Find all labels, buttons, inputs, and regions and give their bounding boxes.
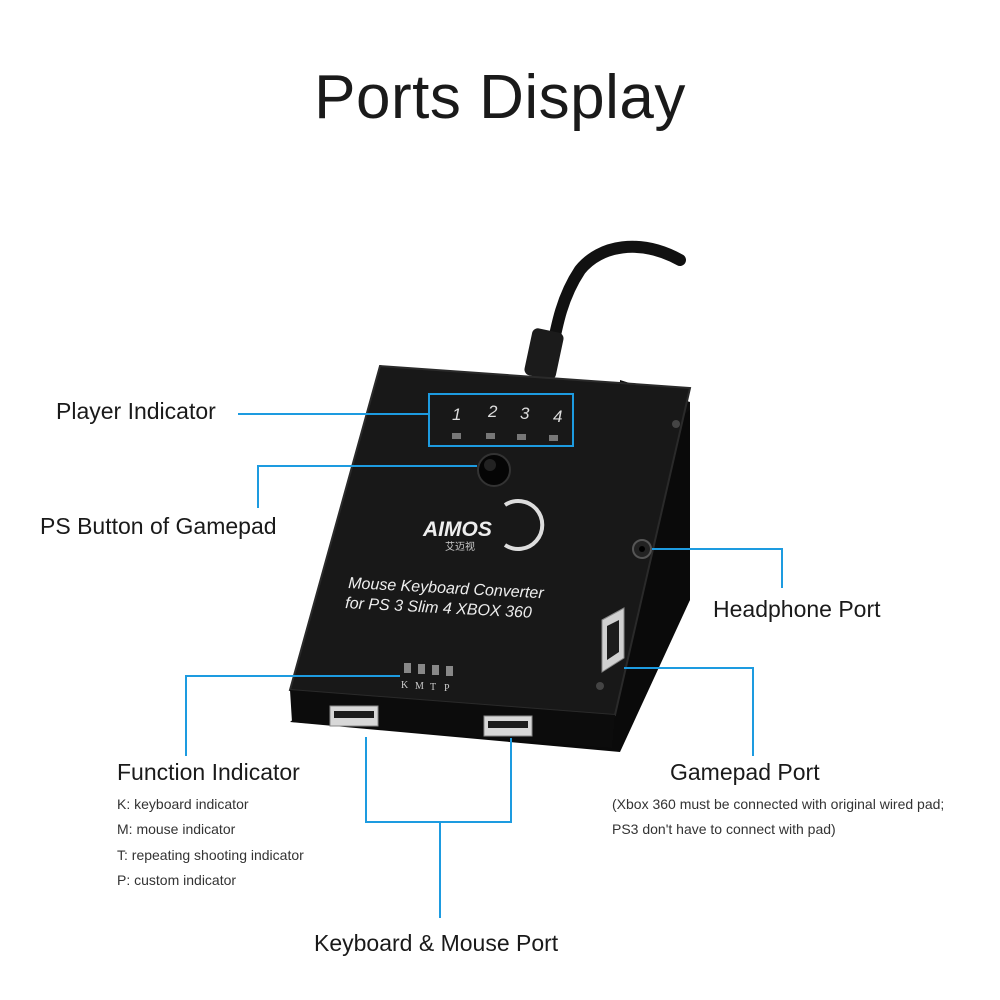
gamepad-note-line2: PS3 don't have to connect with pad) [612,821,836,837]
player-led [452,433,461,439]
function-led [446,666,453,676]
headphone-jack [632,539,652,559]
gamepad-note-line1: (Xbox 360 must be connected with origina… [612,796,945,812]
kb-port-line-left [365,737,512,823]
device-bevel [290,690,615,748]
function-led [418,664,425,674]
brand-name: AIMOS [422,518,492,541]
function-item-p: P: custom indicator [117,872,237,888]
usb-cable [542,240,686,376]
function-led [432,665,439,675]
player-indicator-group: 1 2 3 4 [452,402,562,441]
function-letter: P [444,683,450,694]
ps-button-label: PS Button of Gamepad [40,513,277,539]
gamepad-port-label: Gamepad Port [670,759,820,785]
function-item-k: K: keyboard indicator [117,796,249,812]
cable-strain-relief [524,328,564,380]
function-indicator-label: Function Indicator [117,759,300,785]
player-led [549,435,558,441]
ps-button [477,453,511,487]
function-led [404,663,411,673]
function-indicator-group: K M T P [401,663,453,694]
headphone-port-label: Headphone Port [713,596,881,622]
player-led [517,434,526,440]
callout-lines [185,393,783,918]
gamepad-usb-port [601,607,625,673]
headphone-line [652,548,783,588]
player-number: 2 [487,402,498,421]
gamepad-line [624,667,754,756]
function-item-t: T: repeating shooting indicator [117,847,304,863]
keyboard-usb-port [329,705,379,727]
player-number: 1 [452,405,461,424]
function-letter: K [401,680,409,691]
mouse-usb-port [483,715,533,737]
ps-button-line [257,465,477,508]
player-number: 3 [520,404,530,423]
function-indicator-line [185,675,400,756]
page-title: Ports Display [314,63,686,132]
brand-logo: AIMOS 艾迈视 [422,499,545,553]
screw [672,420,680,428]
player-indicator-box [428,393,574,447]
player-indicator-label: Player Indicator [56,398,216,424]
ps-button-highlight [484,459,496,471]
function-letter: M [415,681,424,692]
player-number: 4 [553,407,562,426]
kb-mouse-port-label: Keyboard & Mouse Port [314,930,559,956]
player-led [486,433,495,439]
brand-subtitle: 艾迈视 [445,540,475,553]
screw [596,682,604,690]
function-item-m: M: mouse indicator [117,821,236,837]
function-letter: T [430,682,436,693]
